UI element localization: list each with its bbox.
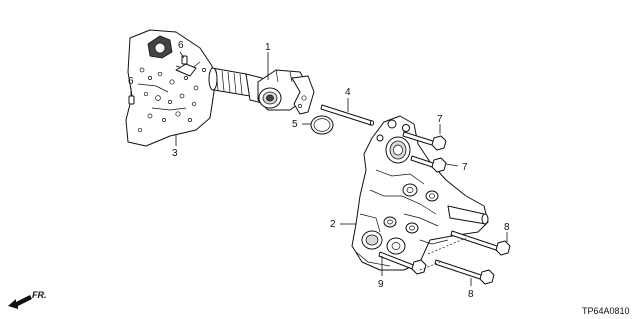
front-direction-arrow-icon bbox=[8, 295, 32, 309]
callout-7-lower: 7 bbox=[462, 162, 468, 173]
long-pin bbox=[320, 104, 375, 126]
alignment-lines bbox=[419, 237, 467, 271]
callout-8-lower: 8 bbox=[468, 289, 474, 300]
shaft-assembly bbox=[208, 67, 315, 115]
callout-2: 2 bbox=[330, 219, 336, 230]
bolt-upper bbox=[402, 131, 447, 151]
o-ring bbox=[310, 115, 334, 135]
callout-1: 1 bbox=[265, 42, 271, 53]
callout-4: 4 bbox=[345, 87, 351, 98]
dowel-pin-lower bbox=[128, 95, 135, 105]
separator-plate bbox=[125, 29, 215, 147]
callout-9: 9 bbox=[378, 279, 384, 290]
callout-6-upper: 6 bbox=[178, 40, 184, 51]
bolt-middle bbox=[410, 155, 447, 173]
long-bolt-upper bbox=[450, 230, 511, 256]
dowel-pin-upper bbox=[181, 55, 188, 65]
callout-7-upper: 7 bbox=[437, 114, 443, 125]
callout-8-upper: 8 bbox=[504, 222, 510, 233]
long-bolt-lower bbox=[434, 259, 495, 285]
callout-6-lower: 6 bbox=[128, 76, 134, 87]
leader-lines bbox=[130, 51, 508, 286]
diagram-code: TP64A0810 bbox=[582, 306, 630, 316]
direction-label: FR. bbox=[32, 290, 47, 300]
callout-5: 5 bbox=[292, 119, 298, 130]
bolt-lower bbox=[378, 251, 427, 275]
callout-3: 3 bbox=[172, 148, 178, 159]
